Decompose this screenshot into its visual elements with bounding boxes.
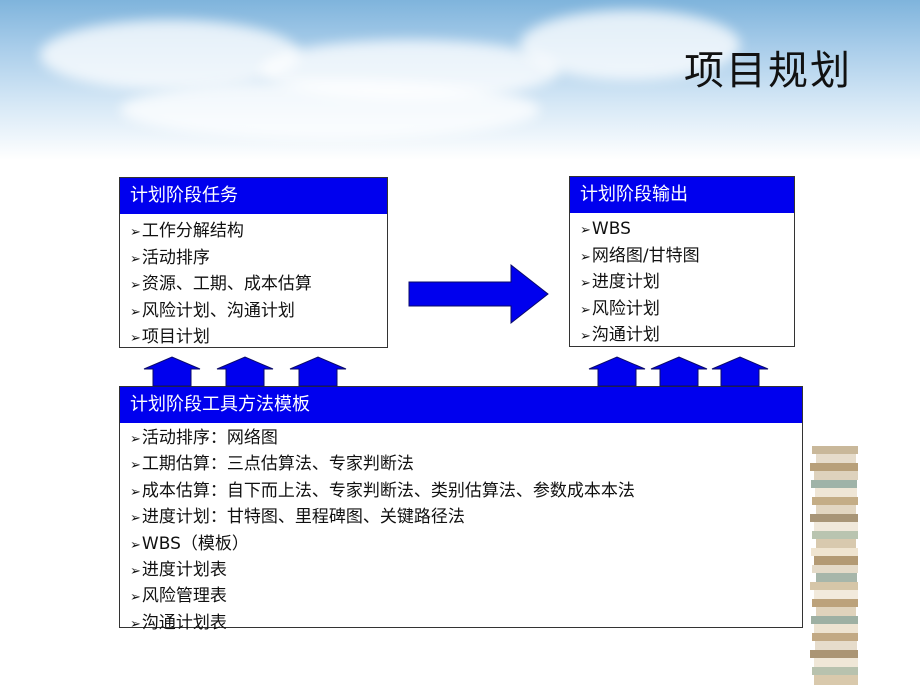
up-arrow-icon bbox=[143, 356, 201, 387]
list-item: ➢进度计划：甘特图、里程碑图、关键路径法 bbox=[130, 507, 465, 528]
list-item: ➢WBS（模板） bbox=[130, 533, 249, 554]
outputs-box: 计划阶段输出 ➢WBS ➢网络图/甘特图 ➢进度计划 ➢风险计划 ➢沟通计划 bbox=[569, 176, 795, 347]
right-arrow-icon bbox=[408, 263, 549, 325]
list-item: ➢资源、工期、成本估算 bbox=[130, 274, 312, 294]
up-arrow-icon bbox=[650, 356, 708, 387]
tools-box: 计划阶段工具方法模板 ➢活动排序：网络图 ➢工期估算：三点估算法、专家判断法 ➢… bbox=[119, 386, 803, 633]
sky-background bbox=[0, 0, 920, 160]
outputs-list: ➢WBS ➢网络图/甘特图 ➢进度计划 ➢风险计划 ➢沟通计划 bbox=[570, 213, 794, 350]
tasks-box: 计划阶段任务 ➢工作分解结构 ➢活动排序 ➢资源、工期、成本估算 ➢风险计划、沟… bbox=[119, 177, 388, 348]
book-stack-icon bbox=[810, 446, 858, 685]
list-item: ➢工期估算：三点估算法、专家判断法 bbox=[130, 454, 414, 475]
up-arrow-icon bbox=[216, 356, 274, 387]
list-item: ➢项目计划 bbox=[130, 327, 210, 347]
list-item: ➢WBS bbox=[580, 219, 631, 239]
list-item: ➢网络图/甘特图 bbox=[580, 245, 700, 266]
list-item: ➢工作分解结构 bbox=[130, 221, 244, 241]
list-item: ➢风险计划 bbox=[580, 298, 660, 319]
list-item: ➢风险计划、沟通计划 bbox=[130, 300, 295, 321]
list-item: ➢风险管理表 bbox=[130, 586, 227, 607]
list-item: ➢沟通计划 bbox=[580, 325, 660, 345]
tasks-list: ➢工作分解结构 ➢活动排序 ➢资源、工期、成本估算 ➢风险计划、沟通计划 ➢项目… bbox=[120, 214, 387, 352]
slide-title: 项目规划 bbox=[684, 48, 852, 94]
up-arrow-icon bbox=[711, 356, 769, 387]
tasks-heading: 计划阶段任务 bbox=[120, 178, 387, 214]
up-arrow-icon bbox=[289, 356, 347, 387]
list-item: ➢活动排序 bbox=[130, 247, 210, 268]
tools-heading: 计划阶段工具方法模板 bbox=[120, 387, 802, 423]
list-item: ➢活动排序：网络图 bbox=[130, 428, 278, 448]
list-item: ➢成本估算：自下而上法、专家判断法、类别估算法、参数成本本法 bbox=[130, 480, 635, 501]
list-item: ➢进度计划 bbox=[580, 272, 660, 292]
up-arrow-icon bbox=[588, 356, 646, 387]
list-item: ➢进度计划表 bbox=[130, 560, 227, 581]
tools-list: ➢活动排序：网络图 ➢工期估算：三点估算法、专家判断法 ➢成本估算：自下而上法、… bbox=[120, 423, 802, 637]
outputs-heading: 计划阶段输出 bbox=[570, 177, 794, 213]
list-item: ➢沟通计划表 bbox=[130, 612, 227, 633]
